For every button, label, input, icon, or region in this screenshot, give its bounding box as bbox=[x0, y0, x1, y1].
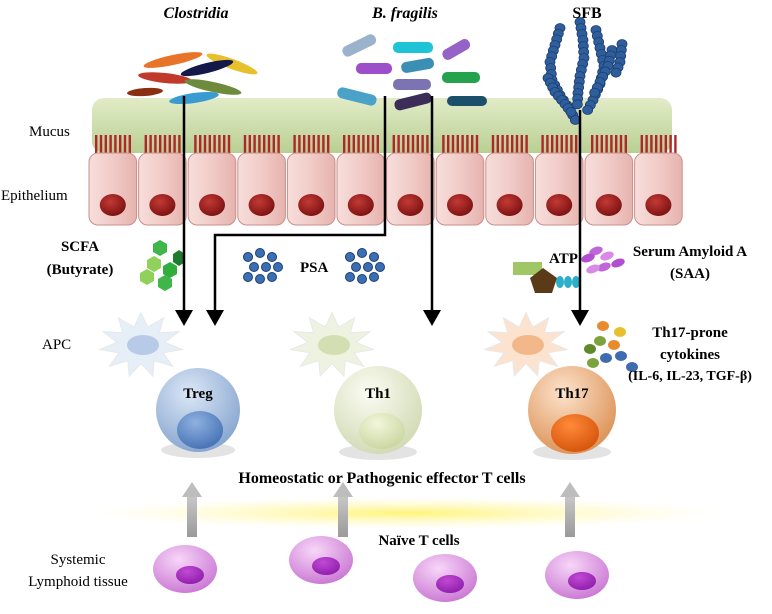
naive-t-cells bbox=[153, 536, 609, 602]
bfragilis-label: B. fragilis bbox=[371, 5, 438, 22]
th1-label: Th1 bbox=[365, 386, 391, 402]
sfb-label: SFB bbox=[572, 5, 602, 22]
atp-molecule bbox=[513, 262, 580, 293]
bfragilis-bacteria bbox=[337, 34, 487, 111]
treg-cell bbox=[156, 368, 240, 458]
th17-cell bbox=[528, 366, 616, 460]
apc-label: APC bbox=[42, 337, 71, 353]
th17-cytokines-label: Th17-prone bbox=[652, 325, 728, 341]
psa-molecules bbox=[243, 248, 385, 284]
effector-label: Homeostatic or Pathogenic effector T cel… bbox=[238, 470, 525, 487]
apc-cell bbox=[482, 311, 570, 378]
differentiation-arrows bbox=[182, 482, 580, 537]
saa-molecules bbox=[581, 246, 625, 274]
scfa-label: SCFA bbox=[61, 239, 99, 255]
butyrate-label: (Butyrate) bbox=[47, 262, 114, 278]
naive-label: Naïve T cells bbox=[378, 533, 459, 549]
th17-cytokines-label-2: cytokines bbox=[660, 347, 720, 363]
mucus-label: Mucus bbox=[29, 124, 70, 140]
clostridia-bacteria bbox=[127, 52, 258, 105]
th17-cytokines bbox=[584, 321, 638, 372]
epithelium-label: Epithelium bbox=[1, 188, 68, 204]
th1-cell bbox=[334, 366, 422, 460]
th17-label: Th17 bbox=[555, 386, 589, 402]
lymphoid-tissue-label: Lymphoid tissue bbox=[28, 574, 128, 590]
apc-cell bbox=[288, 311, 376, 378]
atp-label: ATP bbox=[549, 251, 578, 267]
saa-label: Serum Amyloid A bbox=[633, 244, 747, 260]
scfa-molecules bbox=[140, 240, 185, 291]
signal-arrows bbox=[175, 96, 589, 326]
apc-cell bbox=[97, 311, 185, 378]
microvilli bbox=[95, 135, 677, 153]
yellow-band bbox=[87, 497, 727, 529]
sfb-bacteria bbox=[542, 17, 628, 125]
systemic-label: Systemic bbox=[51, 552, 106, 568]
saa-abbrev-label: (SAA) bbox=[670, 266, 710, 282]
clostridia-label: Clostridia bbox=[164, 5, 229, 22]
treg-label: Treg bbox=[183, 386, 213, 402]
psa-label: PSA bbox=[300, 260, 329, 276]
th17-cytokines-list: (IL-6, IL-23, TGF-β) bbox=[628, 369, 752, 384]
epithelium-layer bbox=[88, 152, 683, 226]
